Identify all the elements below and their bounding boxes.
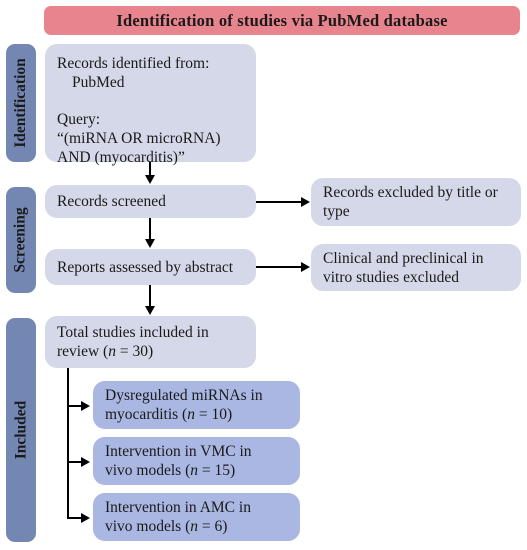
arrow-line-clinical (256, 266, 302, 268)
reports-assessed-box: Reports assessed by abstract (45, 249, 256, 285)
dysregulated-line2: myocarditis (n = 10) (105, 406, 233, 423)
connector-amc (67, 517, 82, 519)
records-excluded-line2: type (323, 203, 350, 220)
records-screened-box: Records screened (45, 185, 256, 218)
dysregulated-box: Dysregulated miRNAs in myocarditis (n = … (93, 381, 300, 429)
total-included-line2: review (n = 30) (57, 343, 154, 360)
records-identified-source: PubMed (72, 74, 125, 91)
total-included-box: Total studies included in review (n = 30… (45, 316, 256, 368)
query-label: Query: (57, 111, 101, 128)
arrow-head-1 (145, 175, 155, 184)
dysregulated-line1: Dysregulated miRNAs in (105, 387, 263, 404)
records-screened-label: Records screened (57, 193, 166, 210)
arrow-head-excluded (301, 197, 310, 207)
amc-box: Intervention in AMC in vivo models (n = … (93, 493, 300, 541)
phase-screening-label: Screening (12, 207, 29, 273)
diagram-title: Identification of studies via PubMed dat… (44, 6, 520, 35)
included-connector-vertical (67, 368, 69, 518)
arrow-line-2 (149, 218, 151, 240)
connector-vmc (67, 461, 82, 463)
records-identified-line1: Records identified from: (57, 55, 210, 72)
total-included-line1: Total studies included in (57, 324, 209, 341)
phase-screening: Screening (6, 187, 36, 293)
phase-identification: Identification (6, 44, 36, 162)
arrow-line-excluded (256, 201, 302, 203)
query-line1: “(miRNA OR microRNA) (57, 130, 221, 147)
query-line2: AND (myocarditis)” (57, 149, 185, 166)
records-identified-box: Records identified from: PubMed Query: “… (45, 44, 256, 166)
arrow-head-dysregulated (81, 401, 90, 411)
arrow-head-amc (81, 513, 90, 523)
amc-line2: vivo models (n = 6) (105, 518, 228, 535)
vmc-line2: vivo models (n = 15) (105, 462, 236, 479)
clinical-excluded-box: Clinical and preclinical in vitro studie… (311, 244, 521, 291)
phase-included-label: Included (12, 400, 29, 460)
connector-dysregulated (67, 405, 82, 407)
amc-line1: Intervention in AMC in (105, 499, 251, 516)
phase-identification-label: Identification (12, 58, 29, 148)
reports-assessed-label: Reports assessed by abstract (57, 258, 234, 276)
clinical-excluded-line1: Clinical and preclinical in (323, 249, 484, 267)
clinical-excluded-line2: vitro studies excluded (323, 268, 460, 286)
vmc-box: Intervention in VMC in vivo models (n = … (93, 437, 300, 485)
records-excluded-line1: Records excluded by title or (323, 184, 498, 201)
arrow-line-3 (149, 285, 151, 307)
arrow-head-3 (145, 306, 155, 315)
arrow-head-vmc (81, 457, 90, 467)
arrow-head-clinical (301, 262, 310, 272)
phase-included: Included (6, 318, 36, 542)
records-excluded-box: Records excluded by title or type (311, 178, 521, 226)
arrow-head-2 (145, 239, 155, 248)
arrow-line-1 (149, 162, 151, 176)
vmc-line1: Intervention in VMC in (105, 443, 252, 460)
